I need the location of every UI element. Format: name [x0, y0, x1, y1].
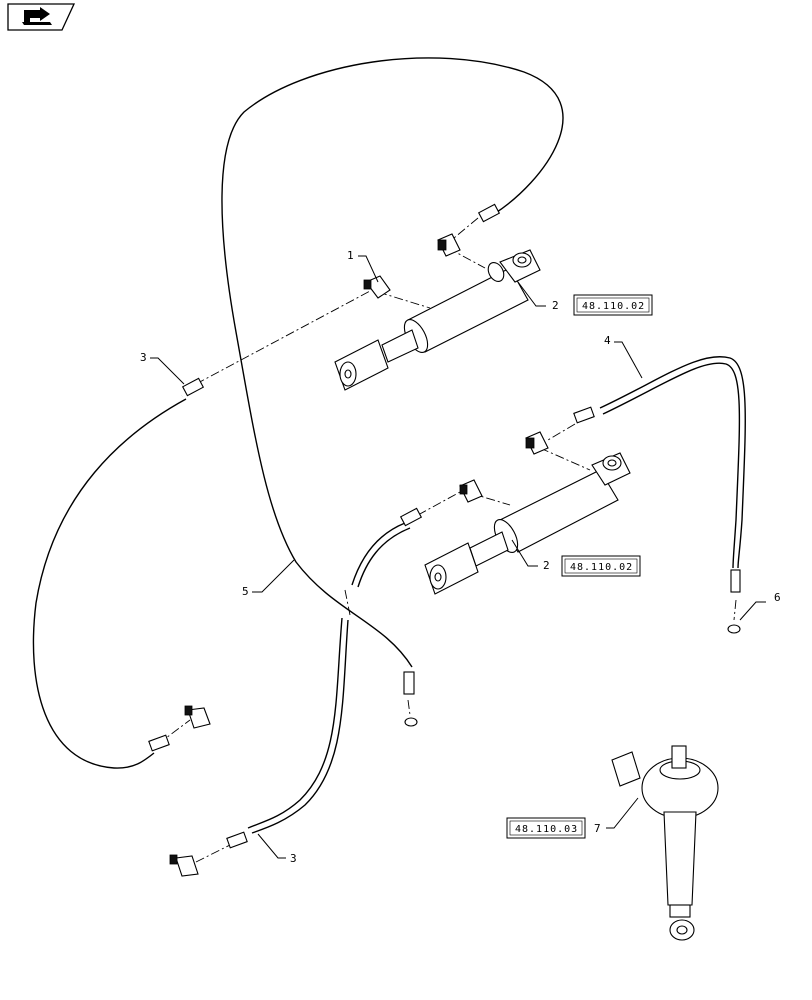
callout-4: 4 [604, 334, 611, 347]
fitting-elbow-bottom [169, 854, 199, 877]
fitting-elbow-left [184, 705, 211, 729]
o-rings [404, 624, 741, 727]
callout-6: 6 [774, 591, 781, 604]
fitting-elbow-centre [459, 479, 483, 503]
callout-3-upper: 3 [140, 351, 147, 364]
ref-box-3[interactable]: 48.110.03 [506, 817, 586, 839]
hose-end-fittings [148, 203, 741, 849]
hose-4 [599, 356, 746, 569]
callout-2-upper: 2 [552, 299, 559, 312]
ref-box-2-label: 48.110.02 [570, 562, 633, 573]
ref-box-2[interactable]: 48.110.02 [561, 555, 641, 577]
callout-1: 1 [347, 249, 354, 262]
ref-box-3-label: 48.110.03 [515, 824, 578, 835]
shock-absorber [611, 745, 719, 941]
hose-5 [215, 53, 564, 668]
leader-lines [150, 255, 766, 859]
ref-box-1[interactable]: 48.110.02 [573, 294, 653, 316]
callout-7: 7 [594, 822, 601, 835]
callout-3-lower: 3 [290, 852, 297, 865]
hydraulic-cylinder-upper [334, 249, 541, 391]
fitting-elbow-top [437, 233, 461, 257]
fitting-elbow-1 [363, 275, 391, 299]
ref-box-1-label: 48.110.02 [582, 301, 645, 312]
callout-2-lower: 2 [543, 559, 550, 572]
hose-3-lower [247, 522, 411, 834]
hydraulic-cylinder-lower [424, 452, 631, 595]
callout-5: 5 [242, 585, 249, 598]
book-arrow-icon[interactable] [7, 3, 76, 31]
fitting-elbow-mid [525, 431, 549, 455]
hose-3-left [27, 394, 187, 769]
